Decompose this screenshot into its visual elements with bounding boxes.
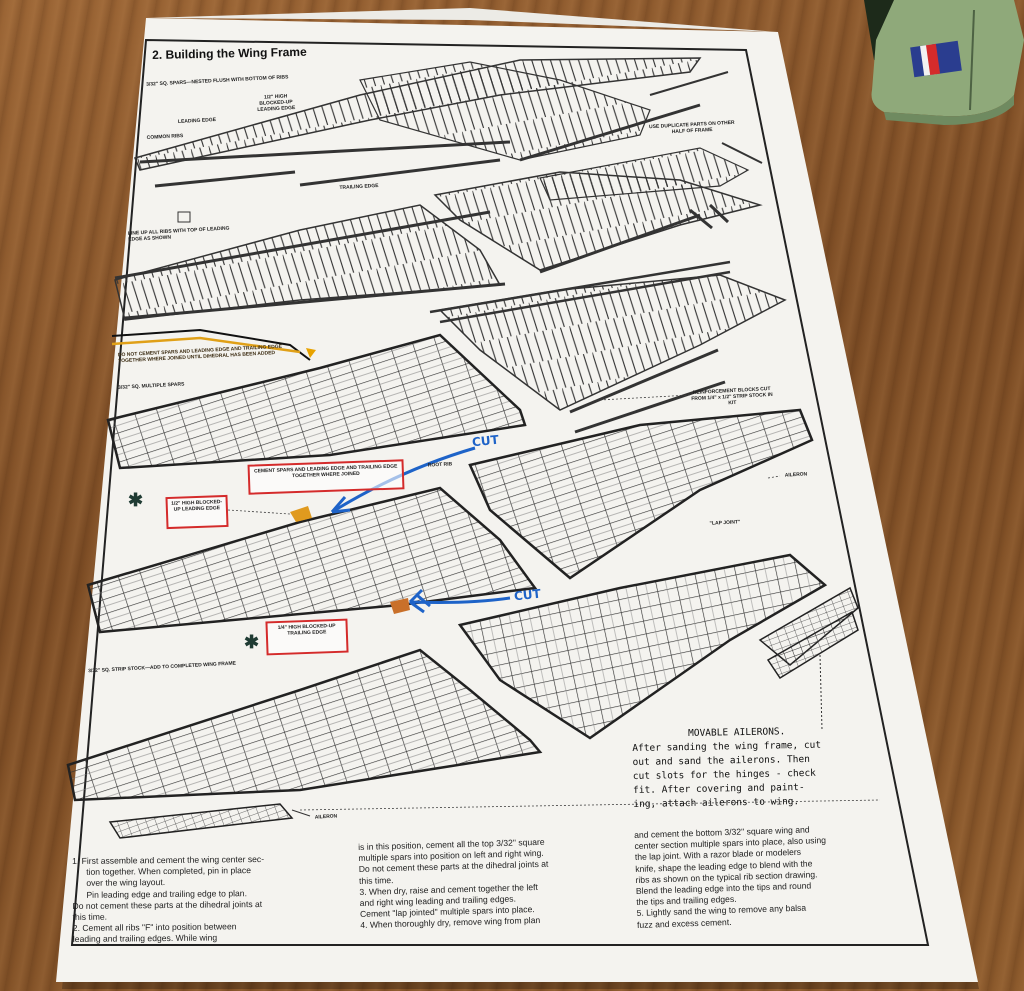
completed-wing-drawing — [66, 648, 823, 839]
handwritten-cut-top: CUT — [471, 432, 500, 450]
handwritten-star-bottom: ✱ — [244, 632, 260, 652]
assembled-wing-halves-drawing — [106, 333, 814, 580]
callout-quarter-inch-high: 1/4" HIGH BLOCKED-UP TRAILING EDGE — [265, 618, 349, 656]
movable-ailerons-note: MOVABLE AILERONS. After sanding the wing… — [632, 725, 822, 812]
instruction-line: Do not cement these parts at the dihedra… — [72, 898, 263, 911]
callout-half-inch-high: 1/2" HIGH BLOCKED-UP LEADING EDGE — [165, 494, 229, 530]
dihedral-wing-drawing — [86, 486, 859, 740]
instructions-column-2: is in this position, cement all the top … — [358, 837, 550, 932]
wing-half-frames-drawing — [111, 171, 787, 434]
label-blocked-up: 1/2" HIGH BLOCKED-UP LEADING EDGE — [257, 93, 296, 113]
handwritten-star-top: ✱ — [128, 490, 144, 510]
handwritten-cut-bottom: CUT — [513, 586, 542, 604]
model-plane-tail — [864, 0, 1024, 125]
instructions-column-1: 1. First assemble and cement the wing ce… — [72, 854, 265, 946]
instruction-line: leading and trailing edges. While wing — [72, 932, 218, 945]
callout-cement-spars: CEMENT SPARS AND LEADING EDGE AND TRAILI… — [247, 459, 405, 495]
instructions-column-3: and cement the bottom 3/32" square wing … — [634, 824, 829, 931]
